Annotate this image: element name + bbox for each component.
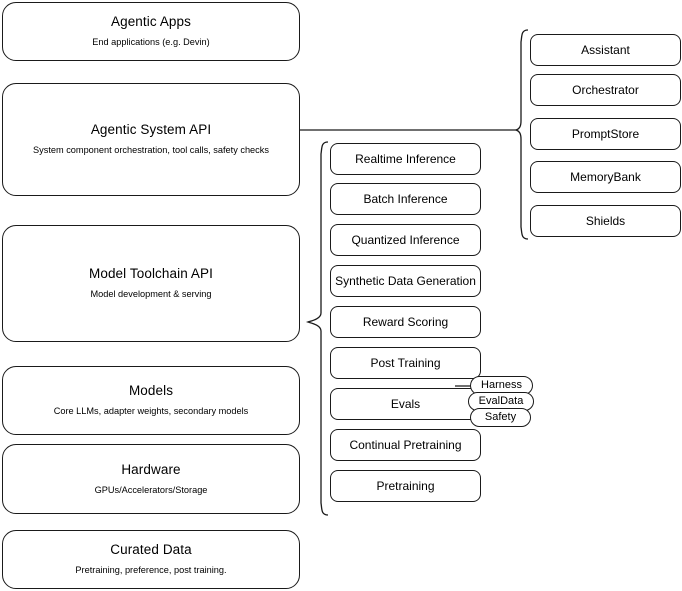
- capability-evals[interactable]: Evals: [330, 388, 481, 420]
- eval-pill-safety[interactable]: Safety: [470, 408, 531, 427]
- layer-hardware-title: Hardware: [121, 461, 181, 477]
- layer-agentic-apps[interactable]: Agentic Apps End applications (e.g. Devi…: [2, 2, 300, 61]
- component-assistant[interactable]: Assistant: [530, 34, 681, 66]
- layer-hardware-subtitle: GPUs/Accelerators/Storage: [94, 484, 208, 495]
- eval-pill-harness-label: Harness: [481, 379, 522, 391]
- capability-evals-label: Evals: [390, 396, 421, 411]
- layer-agentic-apps-subtitle: End applications (e.g. Devin): [92, 37, 210, 48]
- capability-reward-scoring-label: Reward Scoring: [362, 314, 449, 329]
- layer-model-toolchain-api[interactable]: Model Toolchain API Model development & …: [2, 225, 300, 342]
- component-shields-label: Shields: [585, 213, 626, 228]
- capability-continual-pretraining[interactable]: Continual Pretraining: [330, 429, 481, 461]
- capability-reward-scoring[interactable]: Reward Scoring: [330, 306, 481, 338]
- layer-model-toolchain-api-subtitle: Model development & serving: [90, 289, 212, 300]
- capability-synthetic-data-generation[interactable]: Synthetic Data Generation: [330, 265, 481, 297]
- layer-agentic-system-api[interactable]: Agentic System API System component orch…: [2, 83, 300, 196]
- layer-models-title: Models: [128, 383, 174, 399]
- eval-pill-evaldata-label: EvalData: [478, 395, 524, 407]
- capability-continual-pretraining-label: Continual Pretraining: [349, 437, 462, 452]
- capability-quantized-inference[interactable]: Quantized Inference: [330, 224, 481, 256]
- capability-post-training[interactable]: Post Training: [330, 347, 481, 379]
- capability-batch-inference[interactable]: Batch Inference: [330, 183, 481, 215]
- eval-pill-safety-label: Safety: [484, 411, 517, 423]
- component-memorybank[interactable]: MemoryBank: [530, 161, 681, 193]
- component-orchestrator[interactable]: Orchestrator: [530, 74, 681, 106]
- component-promptstore-label: PromptStore: [571, 126, 640, 141]
- layer-agentic-system-api-subtitle: System component orchestration, tool cal…: [33, 145, 269, 156]
- brace-capabilities: [305, 141, 329, 516]
- component-promptstore[interactable]: PromptStore: [530, 118, 681, 150]
- layer-models-subtitle: Core LLMs, adapter weights, secondary mo…: [53, 406, 249, 417]
- capability-realtime-inference-label: Realtime Inference: [355, 151, 456, 166]
- capability-batch-inference-label: Batch Inference: [363, 191, 448, 206]
- capability-post-training-label: Post Training: [370, 355, 441, 370]
- component-memorybank-label: MemoryBank: [570, 169, 641, 184]
- capability-pretraining[interactable]: Pretraining: [330, 470, 481, 502]
- brace-components: [513, 29, 529, 240]
- layer-curated-data-title: Curated Data: [110, 542, 192, 558]
- capability-quantized-inference-label: Quantized Inference: [351, 232, 460, 247]
- capability-pretraining-label: Pretraining: [376, 478, 435, 493]
- capability-synthetic-data-generation-label: Synthetic Data Generation: [335, 273, 476, 288]
- layer-hardware[interactable]: Hardware GPUs/Accelerators/Storage: [2, 444, 300, 514]
- component-shields[interactable]: Shields: [530, 205, 681, 237]
- layer-agentic-apps-title: Agentic Apps: [110, 14, 191, 30]
- layer-models[interactable]: Models Core LLMs, adapter weights, secon…: [2, 366, 300, 435]
- component-assistant-label: Assistant: [581, 42, 630, 57]
- layer-curated-data-subtitle: Pretraining, preference, post training.: [75, 565, 227, 576]
- component-orchestrator-label: Orchestrator: [572, 82, 639, 97]
- layer-curated-data[interactable]: Curated Data Pretraining, preference, po…: [2, 530, 300, 589]
- layer-model-toolchain-api-title: Model Toolchain API: [89, 266, 213, 282]
- layer-agentic-system-api-title: Agentic System API: [90, 122, 212, 138]
- capability-realtime-inference[interactable]: Realtime Inference: [330, 143, 481, 175]
